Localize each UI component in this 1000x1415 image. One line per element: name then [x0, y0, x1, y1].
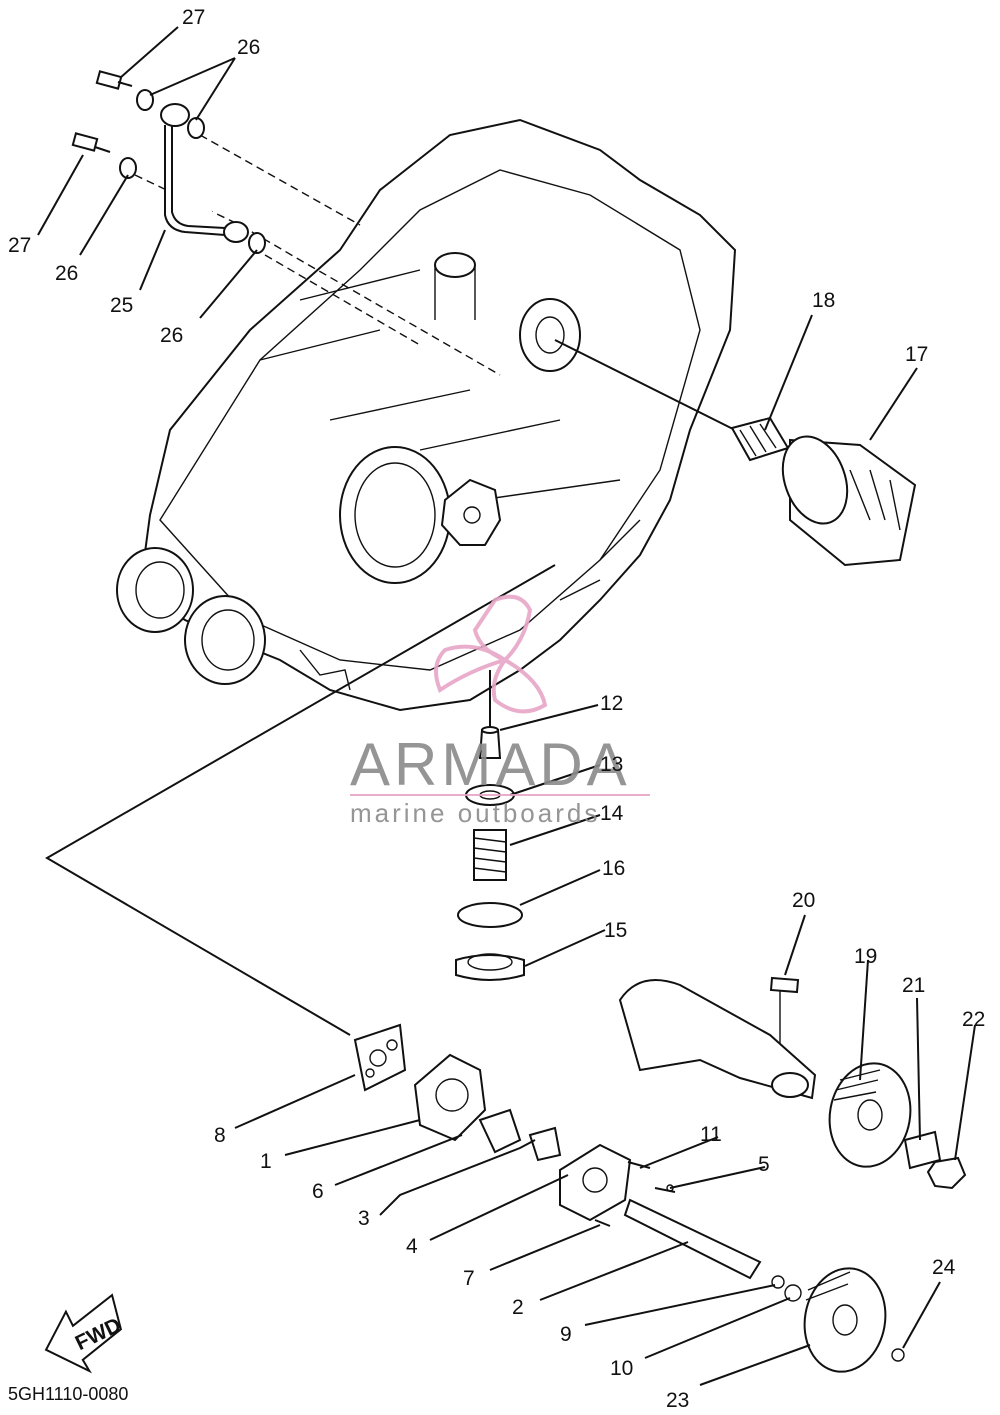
- callout-23: 23: [666, 1389, 689, 1412]
- crankcase-drawing: [116, 118, 737, 712]
- callout-5: 5: [758, 1153, 770, 1176]
- callout-20: 20: [792, 889, 815, 912]
- propeller-logo-icon: [472, 594, 533, 663]
- fwd-arrow: FWD: [44, 1293, 125, 1374]
- callout-21: 21: [902, 974, 925, 997]
- callout-1: 1: [260, 1150, 272, 1173]
- callout-16: 16: [602, 857, 625, 880]
- callout-14: 14: [600, 802, 624, 825]
- callout-15: 15: [604, 919, 627, 942]
- callout-25: 25: [110, 294, 133, 317]
- callout-10: 10: [610, 1357, 633, 1380]
- oil-pump-assembly: [353, 976, 967, 1373]
- callout-26-top: 26: [237, 36, 260, 59]
- drawing-code: 5GH1110-0080: [8, 1384, 128, 1404]
- callout-11: 11: [700, 1123, 722, 1146]
- callout-19: 19: [854, 945, 877, 968]
- callout-27-left: 27: [8, 234, 31, 257]
- armada-watermark: ARMADA marine outboards: [350, 594, 650, 828]
- assembly-lines: [45, 134, 781, 1050]
- callout-2: 2: [512, 1296, 524, 1319]
- callout-27-top: 27: [182, 6, 205, 29]
- callout-6: 6: [312, 1180, 324, 1203]
- callout-18: 18: [812, 289, 835, 312]
- callout-26-lower: 26: [160, 324, 183, 347]
- oil-pipe-assembly: [71, 70, 266, 254]
- callout-labels: 27 26 27 26 25 26 18 17 12 13 14 16 15 2…: [8, 6, 985, 1412]
- callout-26-left: 26: [55, 262, 78, 285]
- callout-7: 7: [463, 1267, 475, 1290]
- oil-filter-assembly: [730, 416, 917, 567]
- callout-17: 17: [905, 343, 928, 366]
- callout-13: 13: [600, 753, 623, 776]
- callout-24: 24: [932, 1256, 956, 1279]
- callout-3: 3: [358, 1207, 370, 1230]
- watermark-tagline: marine outboards: [350, 798, 600, 828]
- callout-4: 4: [406, 1235, 418, 1258]
- leader-lines: [37, 26, 976, 1386]
- relief-valve-stack: [455, 726, 525, 981]
- callout-12: 12: [600, 692, 623, 715]
- callout-22: 22: [962, 1008, 985, 1031]
- callout-9: 9: [560, 1323, 572, 1346]
- watermark-brand: ARMADA: [350, 731, 631, 798]
- callout-8: 8: [214, 1124, 226, 1147]
